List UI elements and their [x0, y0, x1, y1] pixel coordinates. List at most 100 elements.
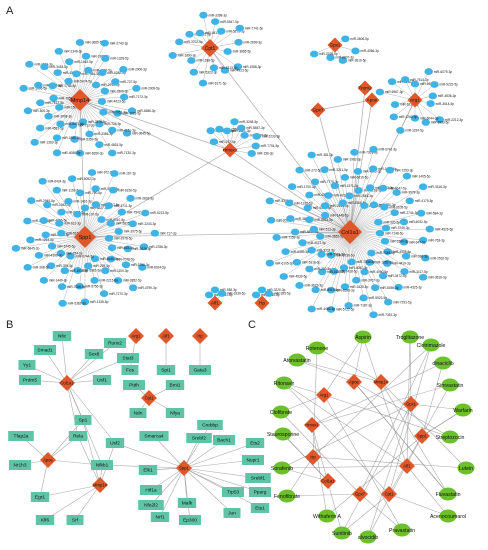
panel-a-mirna-node[interactable]: miR-3386-3p — [85, 130, 113, 138]
panel-a-mirna-node[interactable]: miR-1509-5p — [55, 103, 83, 111]
panel-a-mirna-node[interactable]: miR-1988-3p — [233, 63, 262, 71]
panel-a-mirna-node[interactable]: miR-3665-5p — [75, 39, 104, 46]
panel-a-mirna-node[interactable]: miR-5092-3p — [67, 175, 96, 183]
panel-a-mirna-node[interactable]: miR-6233-5p — [390, 101, 419, 108]
panel-a-mirna-node[interactable]: miR-336-3p — [401, 252, 428, 260]
panel-a-mirna-node[interactable]: miR-3978-3p — [392, 189, 420, 196]
panel-c-drug-node-alvocidib[interactable] — [359, 530, 377, 544]
panel-c-hub-node-gpx7[interactable]: Gpx7 — [352, 486, 368, 502]
panel-c-hub-node-col1a1[interactable]: Col1a1 — [320, 473, 336, 489]
panel-a-mirna-node[interactable]: miR-3313-3p — [209, 64, 238, 72]
panel-a-mirna-node[interactable]: miR-7881-3p — [317, 250, 345, 258]
panel-b-tf-node-gata3[interactable]: Gata3 — [189, 365, 211, 375]
panel-a-mirna-node[interactable]: miR-5474-5p — [64, 77, 92, 85]
panel-b-tf-node-mafk[interactable]: Mafk — [177, 498, 197, 508]
panel-b-tf-node-yy1[interactable]: Yy1 — [18, 360, 36, 370]
panel-a-mirna-node[interactable]: miR-4215-5p — [324, 192, 352, 199]
panel-a-mirna-node[interactable]: miR-1100-3p — [101, 267, 129, 275]
panel-b-tf-node-nr1h3[interactable]: Nr1h3 — [9, 460, 31, 470]
panel-b-tf-node-smarca4[interactable]: Smarca4 — [139, 431, 169, 441]
panel-a-hub-node-trem2[interactable]: Trem2 — [357, 80, 373, 96]
panel-a-mirna-node[interactable]: miR-1590-3p — [380, 237, 409, 245]
panel-a-mirna-node[interactable]: miR-3052-5p — [266, 216, 295, 224]
panel-a-mirna-node[interactable]: miR-1416-3p — [64, 197, 92, 205]
panel-a-mirna-node[interactable]: miR-2699-3p — [234, 38, 262, 46]
panel-b-tf-node-srf[interactable]: Srf — [66, 515, 84, 525]
panel-a-mirna-node[interactable]: miR-3425-5p — [340, 283, 369, 291]
panel-b-tf-node-nfya[interactable]: Nfya — [165, 408, 185, 418]
panel-a-mirna-node[interactable]: miR-272-5p — [295, 166, 321, 174]
panel-a-mirna-node[interactable]: miR-2959-5p — [215, 125, 243, 133]
panel-b-tf-node-sp1[interactable]: Sp1 — [74, 415, 92, 425]
panel-c-drug-node-rotenone[interactable] — [308, 341, 326, 355]
panel-a-mirna-node[interactable]: miR-7741-5p — [235, 24, 264, 32]
panel-a-mirna-node[interactable]: miR-1942-3p — [43, 201, 71, 209]
panel-a-mirna-node[interactable]: miR-500-3p — [23, 107, 50, 115]
panel-a-mirna-node[interactable]: miR-6424-3p — [38, 177, 66, 185]
panel-b-tf-node-jun[interactable]: Jun — [223, 508, 241, 518]
panel-a-mirna-node[interactable]: miR-717-3p — [150, 229, 177, 237]
panel-a-mirna-node[interactable]: miR-1700-3p — [287, 183, 316, 190]
panel-a-mirna-node[interactable]: miR-4647-5p — [378, 184, 407, 192]
panel-a-mirna-node[interactable]: miR-2543-3p — [345, 192, 373, 200]
panel-a-mirna-node[interactable]: miR-3702-5p — [175, 38, 203, 46]
panel-a-mirna-node[interactable]: miR-7078-5p — [106, 255, 135, 263]
panel-a-mirna-node[interactable]: miR-3248-5p — [230, 118, 258, 126]
panel-a-mirna-node[interactable]: miR-1980-3p — [52, 134, 81, 142]
panel-a-mirna-node[interactable]: miR-4419-3p — [382, 260, 411, 267]
panel-b-hub-node-spp1[interactable]: Spp1 — [176, 460, 192, 476]
panel-a-mirna-node[interactable]: miR-4460-3p — [307, 305, 335, 313]
panel-c-drug-node-aspirin[interactable] — [354, 330, 372, 344]
panel-a-mirna-node[interactable]: miR-7291-5p — [383, 298, 412, 306]
panel-a-mirna-node[interactable]: miR-7270-3p — [99, 290, 128, 298]
panel-a-mirna-node[interactable]: miR-1062-3p — [365, 259, 393, 266]
panel-a-mirna-node[interactable]: miR-2744-3p — [390, 209, 418, 217]
panel-a-mirna-node[interactable]: miR-3767-3p — [352, 276, 380, 284]
panel-a-mirna-node[interactable]: miR-6019-5p — [340, 173, 369, 181]
panel-a-mirna-node[interactable]: miR-4526-5p — [425, 225, 454, 233]
panel-a-mirna-node[interactable]: miR-8019-5p — [311, 286, 339, 294]
panel-a-mirna-node[interactable]: miR-2743-3p — [100, 39, 129, 47]
panel-a-hub-node-arg1[interactable]: Arg1 — [407, 92, 423, 108]
panel-a-mirna-node[interactable]: miR-107-5p — [73, 210, 99, 218]
panel-a-mirna-node[interactable]: miR-4786-3p — [139, 243, 168, 251]
panel-a-mirna-node[interactable]: miR-5547-5p — [211, 18, 239, 26]
panel-c-hub-node-alf1[interactable]: Alf1 — [399, 458, 415, 474]
panel-b-tf-node-ets2[interactable]: Ets2 — [245, 438, 265, 448]
panel-a-mirna-node[interactable]: miR-815-3p — [107, 244, 134, 252]
panel-a-mirna-node[interactable]: miR-7159-3p — [272, 234, 300, 241]
panel-b-hub-node-alf1[interactable]: Alf1 — [158, 328, 174, 344]
panel-a-mirna-node[interactable]: miR-5382-3p — [58, 299, 86, 307]
panel-a-mirna-node[interactable]: miR-790-5p — [75, 189, 102, 197]
panel-a-mirna-node[interactable]: miR-5722-5p — [326, 306, 355, 313]
panel-a-mirna-node[interactable]: miR-8024-5p — [138, 263, 166, 271]
panel-a-mirna-node[interactable]: miR-5213-5p — [141, 209, 169, 217]
panel-b-tf-node-usf2[interactable]: Usf2 — [105, 438, 125, 448]
panel-a-hub-node-gpx1[interactable]: Gpx1 — [327, 37, 343, 53]
panel-a-mirna-node[interactable]: miR-2619-3p — [320, 202, 349, 210]
panel-a-mirna-node[interactable]: miR-2978-5p — [104, 234, 133, 242]
panel-a-mirna-node[interactable]: miR-4586-3p — [127, 107, 156, 115]
panel-a-mirna-node[interactable]: miR-7542-5p — [117, 208, 146, 216]
panel-a-mirna-node[interactable]: miR-1962-3p — [333, 156, 362, 163]
panel-a-mirna-node[interactable]: miR-3835-3p — [286, 215, 314, 222]
panel-a-mirna-node[interactable]: miR-2215-5p — [90, 277, 118, 284]
panel-c-drug-node-pravastatin[interactable] — [393, 523, 411, 537]
panel-a-mirna-node[interactable]: miR-1023-5p — [113, 109, 141, 117]
panel-b-tf-node-ep300[interactable]: Ep300 — [179, 515, 201, 525]
panel-a-hub-node-spp1[interactable]: Spp1 — [74, 226, 96, 248]
panel-a-mirna-node[interactable]: miR-1890-3p — [168, 52, 197, 59]
panel-a-mirna-node[interactable]: miR-4396-3p — [34, 251, 63, 259]
panel-a-mirna-node[interactable]: miR-7745-5p — [48, 82, 76, 90]
panel-a-hub-node-hp[interactable]: Hp — [254, 295, 270, 311]
panel-c-drug-node-lutein[interactable] — [457, 461, 475, 475]
panel-a-mirna-node[interactable]: miR-3263-5p — [354, 187, 382, 194]
panel-a-mirna-node[interactable]: miR-6745-5p — [47, 242, 76, 250]
panel-a-mirna-node[interactable]: miR-7418-5p — [329, 267, 358, 275]
panel-a-mirna-node[interactable]: miR-5874-5p — [290, 228, 319, 236]
panel-b-tf-node-prdm5[interactable]: Prdm5 — [19, 375, 41, 385]
panel-a-mirna-node[interactable]: miR-3628-5p — [123, 245, 152, 253]
panel-a-mirna-node[interactable]: miR-5360-5p — [338, 199, 367, 207]
panel-a-mirna-node[interactable]: miR-4923-5p — [220, 66, 249, 74]
panel-a-mirna-node[interactable]: miR-4799-3p — [128, 284, 157, 292]
